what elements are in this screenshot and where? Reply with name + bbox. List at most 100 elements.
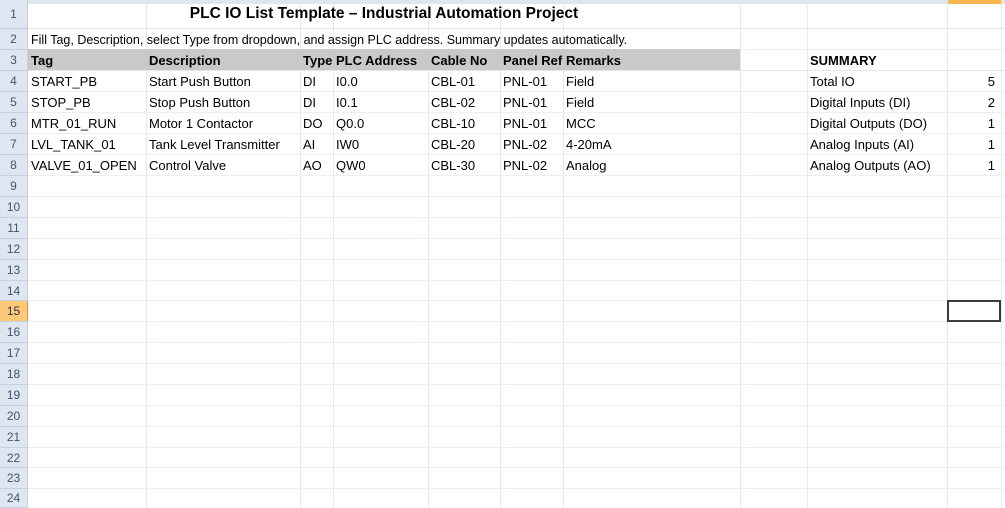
table-cell-type[interactable]: AO bbox=[303, 158, 322, 173]
gridline-vertical bbox=[740, 0, 741, 508]
summary-value-digital-outputs[interactable]: 1 bbox=[987, 116, 995, 131]
table-cell-remarks[interactable]: MCC bbox=[566, 116, 596, 131]
row-header-21[interactable]: 21 bbox=[0, 427, 28, 448]
gridline-horizontal bbox=[0, 384, 1005, 385]
gridline-vertical bbox=[333, 0, 334, 508]
row-header-2[interactable]: 2 bbox=[0, 29, 28, 50]
table-cell-plc-address[interactable]: IW0 bbox=[336, 137, 360, 152]
summary-heading[interactable]: SUMMARY bbox=[810, 53, 877, 68]
row-header-10[interactable]: 10 bbox=[0, 197, 28, 218]
row-header-12[interactable]: 12 bbox=[0, 239, 28, 260]
table-cell-tag[interactable]: STOP_PB bbox=[31, 95, 91, 110]
table-cell-type[interactable]: AI bbox=[303, 137, 316, 152]
table-cell-remarks[interactable]: Field bbox=[566, 95, 595, 110]
table-cell-plc-address[interactable]: I0.0 bbox=[336, 74, 358, 89]
row-header-3[interactable]: 3 bbox=[0, 50, 28, 71]
row-header-16[interactable]: 16 bbox=[0, 322, 28, 343]
table-header-band bbox=[28, 49, 740, 70]
table-cell-description[interactable]: Start Push Button bbox=[149, 74, 251, 89]
summary-value-analog-outputs[interactable]: 1 bbox=[987, 158, 995, 173]
table-cell-description[interactable]: Tank Level Transmitter bbox=[149, 137, 280, 152]
table-cell-description[interactable]: Control Valve bbox=[149, 158, 227, 173]
column-header-panel-ref[interactable]: Panel Ref bbox=[503, 53, 563, 68]
table-cell-plc-address[interactable]: Q0.0 bbox=[336, 116, 365, 131]
gridline-vertical bbox=[428, 0, 429, 508]
summary-value-total-io[interactable]: 5 bbox=[987, 74, 995, 89]
table-cell-tag[interactable]: START_PB bbox=[31, 74, 97, 89]
active-cell-selection[interactable] bbox=[947, 300, 1001, 322]
column-header-selected[interactable] bbox=[947, 0, 1001, 4]
table-cell-cable-no[interactable]: CBL-30 bbox=[431, 158, 476, 173]
table-cell-remarks[interactable]: Analog bbox=[566, 158, 607, 173]
summary-value-digital-inputs[interactable]: 2 bbox=[987, 95, 995, 110]
row-header-9[interactable]: 9 bbox=[0, 176, 28, 197]
column-header-strip[interactable] bbox=[0, 0, 947, 4]
row-header-5[interactable]: 5 bbox=[0, 92, 28, 113]
page-title[interactable]: PLC IO List Template – Industrial Automa… bbox=[189, 5, 579, 22]
gridline-vertical bbox=[500, 0, 501, 508]
summary-label-analog-outputs[interactable]: Analog Outputs (AO) bbox=[810, 158, 931, 173]
table-cell-panel-ref[interactable]: PNL-01 bbox=[503, 74, 548, 89]
gridline-vertical bbox=[807, 0, 808, 508]
gridline-horizontal bbox=[0, 447, 1005, 448]
row-header-22[interactable]: 22 bbox=[0, 448, 28, 468]
summary-value-analog-inputs[interactable]: 1 bbox=[987, 137, 995, 152]
table-cell-tag[interactable]: VALVE_01_OPEN bbox=[31, 158, 137, 173]
row-header-14[interactable]: 14 bbox=[0, 281, 28, 301]
table-cell-tag[interactable]: LVL_TANK_01 bbox=[31, 137, 116, 152]
column-header-strip-right[interactable] bbox=[1001, 0, 1005, 4]
row-header-20[interactable]: 20 bbox=[0, 406, 28, 427]
table-cell-description[interactable]: Motor 1 Contactor bbox=[149, 116, 254, 131]
row-header-8[interactable]: 8 bbox=[0, 155, 28, 176]
table-cell-plc-address[interactable]: QW0 bbox=[336, 158, 366, 173]
table-cell-panel-ref[interactable]: PNL-02 bbox=[503, 137, 548, 152]
gridline-horizontal bbox=[0, 259, 1005, 260]
summary-label-digital-outputs[interactable]: Digital Outputs (DO) bbox=[810, 116, 928, 131]
column-header-description[interactable]: Description bbox=[149, 53, 221, 68]
table-cell-remarks[interactable]: Field bbox=[566, 74, 595, 89]
table-cell-cable-no[interactable]: CBL-01 bbox=[431, 74, 476, 89]
row-header-6[interactable]: 6 bbox=[0, 113, 28, 134]
gridline-horizontal bbox=[0, 426, 1005, 427]
row-header-4[interactable]: 4 bbox=[0, 71, 28, 92]
row-header-15[interactable]: 15 bbox=[0, 301, 28, 322]
row-header-11[interactable]: 11 bbox=[0, 218, 28, 239]
row-header-24[interactable]: 24 bbox=[0, 489, 28, 508]
row-header-13[interactable]: 13 bbox=[0, 260, 28, 281]
table-cell-panel-ref[interactable]: PNL-01 bbox=[503, 95, 548, 110]
gridline-vertical bbox=[1001, 0, 1002, 508]
gridline-vertical bbox=[947, 0, 948, 508]
row-header-18[interactable]: 18 bbox=[0, 364, 28, 385]
gridline-horizontal bbox=[0, 28, 1005, 29]
row-header-19[interactable]: 19 bbox=[0, 385, 28, 406]
column-header-type[interactable]: Type bbox=[303, 53, 333, 68]
table-cell-cable-no[interactable]: CBL-02 bbox=[431, 95, 476, 110]
table-cell-type[interactable]: DI bbox=[303, 74, 316, 89]
instructions-text[interactable]: Fill Tag, Description, select Type from … bbox=[31, 32, 628, 47]
table-cell-type[interactable]: DO bbox=[303, 116, 323, 131]
column-header-remarks[interactable]: Remarks bbox=[566, 53, 621, 68]
row-header-23[interactable]: 23 bbox=[0, 468, 28, 489]
summary-label-total-io[interactable]: Total IO bbox=[810, 74, 855, 89]
table-cell-cable-no[interactable]: CBL-20 bbox=[431, 137, 476, 152]
table-cell-type[interactable]: DI bbox=[303, 95, 316, 110]
table-cell-description[interactable]: Stop Push Button bbox=[149, 95, 251, 110]
gridline-vertical bbox=[563, 0, 564, 508]
column-header-tag[interactable]: Tag bbox=[31, 53, 54, 68]
row-header-1[interactable]: 1 bbox=[0, 0, 28, 29]
table-cell-tag[interactable]: MTR_01_RUN bbox=[31, 116, 117, 131]
column-header-cable-no[interactable]: Cable No bbox=[431, 53, 488, 68]
summary-label-digital-inputs[interactable]: Digital Inputs (DI) bbox=[810, 95, 911, 110]
table-cell-panel-ref[interactable]: PNL-01 bbox=[503, 116, 548, 131]
table-cell-panel-ref[interactable]: PNL-02 bbox=[503, 158, 548, 173]
table-cell-plc-address[interactable]: I0.1 bbox=[336, 95, 358, 110]
row-header-7[interactable]: 7 bbox=[0, 134, 28, 155]
column-header-plc-address[interactable]: PLC Address bbox=[336, 53, 418, 68]
row-header-17[interactable]: 17 bbox=[0, 343, 28, 364]
summary-label-analog-inputs[interactable]: Analog Inputs (AI) bbox=[810, 137, 915, 152]
table-cell-remarks[interactable]: 4-20mA bbox=[566, 137, 612, 152]
table-cell-cable-no[interactable]: CBL-10 bbox=[431, 116, 476, 131]
gridline-horizontal bbox=[0, 321, 1005, 322]
gridline-horizontal bbox=[0, 280, 1005, 281]
